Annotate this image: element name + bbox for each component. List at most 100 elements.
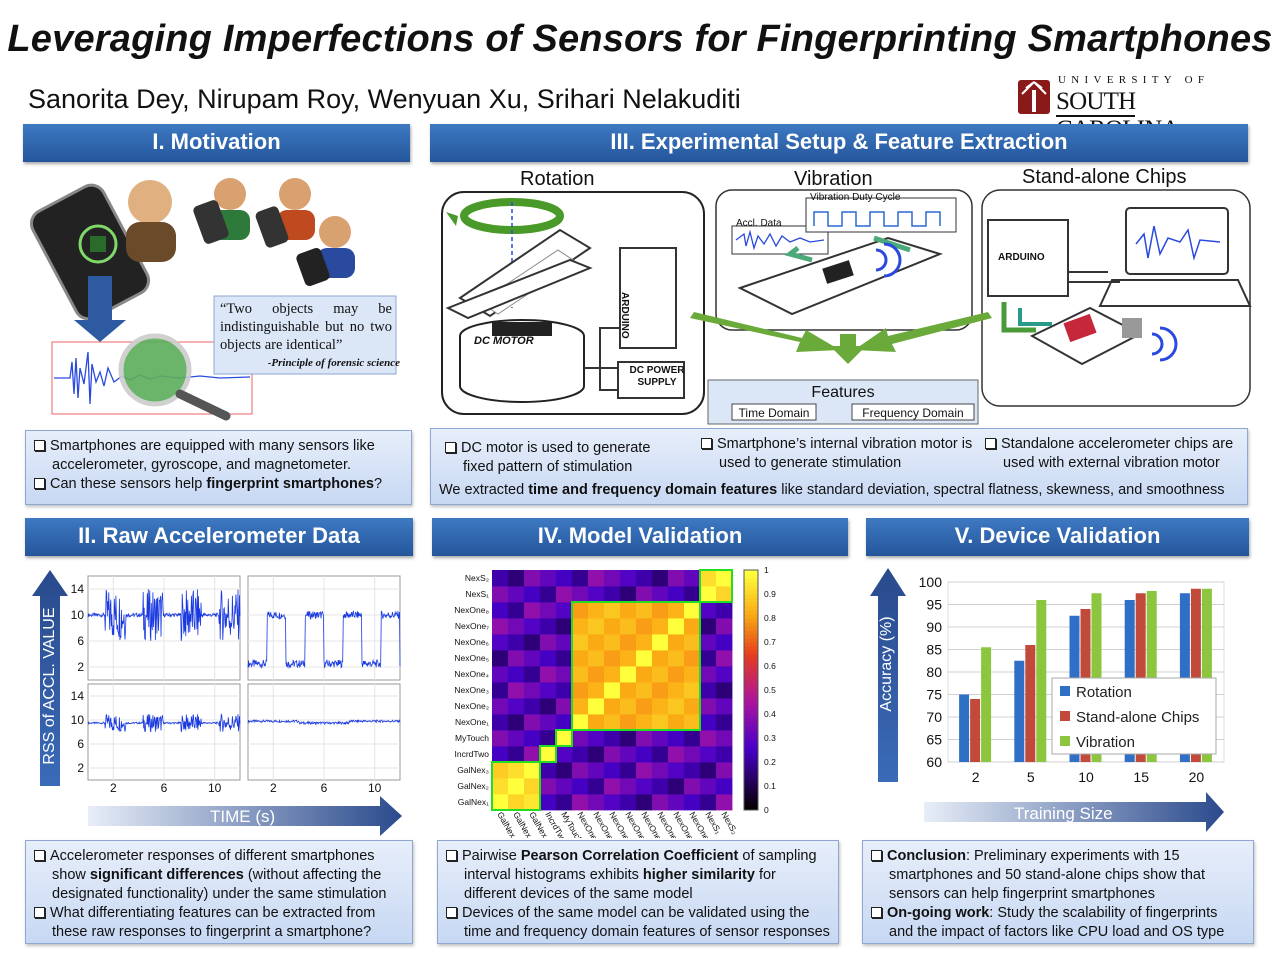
heatmap-cell <box>636 634 653 651</box>
heatmap-cell <box>620 682 637 699</box>
heatmap-cell <box>700 586 717 603</box>
colorbar-segment <box>744 666 758 671</box>
poster-title: Leveraging Imperfections of Sensors for … <box>7 18 1273 60</box>
heatmap-cell <box>636 746 653 763</box>
heatmap-cell <box>588 666 605 683</box>
colorbar-segment <box>744 622 758 627</box>
heatmap-cell <box>556 634 573 651</box>
heatmap-cell <box>620 762 637 779</box>
legend-swatch <box>1060 686 1070 696</box>
heatmap-cell <box>604 730 621 747</box>
heatmap-cell <box>668 794 685 811</box>
heatmap-cell <box>700 714 717 731</box>
heatmap-cell <box>524 794 541 811</box>
motivation-header: I. Motivation <box>23 124 410 162</box>
device-xlabel: Training Size <box>1014 804 1113 823</box>
bar-stand-alone-chips <box>1190 588 1201 762</box>
colorbar-segment <box>744 806 758 811</box>
duty-cycle-label: Vibration Duty Cycle <box>810 192 901 203</box>
heatmap-cell <box>716 618 733 635</box>
heatmap-cell <box>620 586 637 603</box>
heatmap-row-label: GalNex₁ <box>458 797 489 807</box>
device-header: V. Device Validation <box>866 518 1249 556</box>
heatmap-cell <box>540 602 557 619</box>
y-tick-label: 80 <box>926 664 942 680</box>
colorbar-segment <box>744 758 758 763</box>
colorbar-segment <box>744 694 758 699</box>
y-tick-label: 10 <box>71 713 85 727</box>
y-tick-label: 85 <box>926 642 942 658</box>
colorbar-segment <box>744 786 758 791</box>
bar-rotation <box>1014 660 1025 762</box>
heatmap-cell <box>556 714 573 731</box>
heatmap-cell <box>684 762 701 779</box>
heatmap-cell <box>700 618 717 635</box>
heatmap-cell <box>716 666 733 683</box>
model-bullet-2: Devices of the same model can be validat… <box>446 904 830 942</box>
heatmap-cell <box>652 618 669 635</box>
heatmap-cell <box>668 762 685 779</box>
x-tick-label: 10 <box>208 781 222 795</box>
legend-label: Rotation <box>1076 684 1132 701</box>
heatmap-cell <box>604 682 621 699</box>
heatmap-cell <box>540 746 557 763</box>
heatmap-cell <box>572 650 589 667</box>
heatmap-cell <box>508 602 525 619</box>
heatmap-cell <box>508 682 525 699</box>
accel-signal-line <box>247 719 401 726</box>
colorbar-segment <box>744 586 758 591</box>
raw-xlabel: TIME (s) <box>210 807 276 826</box>
heatmap-row-label: NexOne₁ <box>455 717 489 727</box>
signal-panel-bottom-right <box>247 683 401 781</box>
chips-label: Stand-alone Chips <box>1022 166 1187 188</box>
heatmap-row-label: NexOne₄ <box>454 669 489 679</box>
heatmap-cell <box>716 602 733 619</box>
heatmap-row-label: NexS₂ <box>465 573 489 583</box>
setup-bullet-1: DC motor is used to generate fixed patte… <box>445 439 681 477</box>
heatmap-cell <box>604 746 621 763</box>
heatmap-cell <box>636 762 653 779</box>
setup-summary: We extracted time and frequency domain f… <box>439 482 1225 498</box>
heatmap-cell <box>508 570 525 587</box>
colorbar-tick-label: 0.1 <box>764 781 776 791</box>
heatmap-cell <box>508 794 525 811</box>
heatmap-cell <box>524 602 541 619</box>
heatmap-cell <box>700 602 717 619</box>
motivation-quote: “Two objects may be indistinguishable bu… <box>220 301 392 353</box>
heatmap-cell <box>492 746 509 763</box>
colorbar-segment <box>744 770 758 775</box>
colorbar-segment <box>744 730 758 735</box>
colorbar-segment <box>744 682 758 687</box>
heatmap-cell <box>636 794 653 811</box>
heatmap-cell <box>540 634 557 651</box>
heatmap-cell <box>684 650 701 667</box>
heatmap-row-label: NexOne₈ <box>454 605 489 615</box>
colorbar-segment <box>744 638 758 643</box>
y-tick-label: 14 <box>71 582 85 596</box>
heatmap-cell <box>540 698 557 715</box>
heatmap-cell <box>572 698 589 715</box>
heatmap-cell <box>492 762 509 779</box>
heatmap-cell <box>684 634 701 651</box>
heatmap-cell <box>668 714 685 731</box>
heatmap-col-label: NexS₂ <box>719 810 740 836</box>
heatmap-cell <box>572 602 589 619</box>
heatmap-cell <box>556 666 573 683</box>
colorbar-segment <box>744 718 758 723</box>
heatmap-cell <box>492 794 509 811</box>
accel-signal-line <box>247 610 401 670</box>
heatmap-cell <box>700 746 717 763</box>
colorbar-segment <box>744 686 758 691</box>
heatmap-cell <box>716 746 733 763</box>
heatmap-cell <box>524 682 541 699</box>
heatmap-cell <box>668 634 685 651</box>
heatmap-cell <box>652 778 669 795</box>
heatmap-cell <box>508 778 525 795</box>
heatmap-cell <box>524 618 541 635</box>
heatmap-cell <box>684 698 701 715</box>
heatmap-cell <box>684 714 701 731</box>
heatmap-cell <box>620 698 637 715</box>
heatmap-cell <box>716 650 733 667</box>
colorbar-segment <box>744 574 758 579</box>
heatmap-cell <box>716 714 733 731</box>
